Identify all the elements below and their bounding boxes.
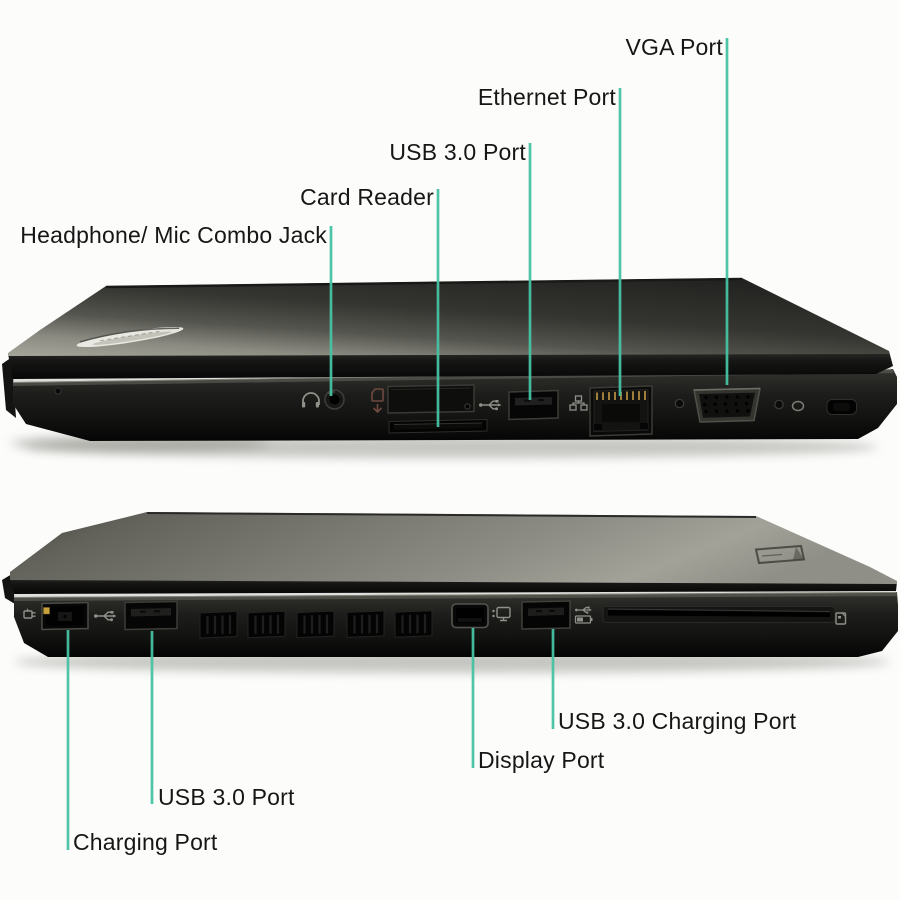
bottom-lid-far-edge xyxy=(146,512,757,518)
bottom-lid-surface xyxy=(10,512,897,584)
usb3-port-bottom xyxy=(124,600,178,631)
headphone-icon xyxy=(302,392,320,408)
smart-card-slot xyxy=(602,606,836,623)
top-lid-front-face xyxy=(8,351,893,379)
usb3-ss-icon xyxy=(479,400,502,411)
usb3-battery-icon xyxy=(574,606,593,624)
base-screw xyxy=(54,387,62,395)
usb3-charging-port xyxy=(521,600,571,630)
sd-card-icon xyxy=(371,388,384,414)
thinkpad-logo xyxy=(754,544,806,565)
label-ethernet-port: Ethernet Port xyxy=(477,84,616,110)
lenovo-logo xyxy=(76,326,184,348)
top-lid-surface xyxy=(8,278,889,356)
vga-port xyxy=(693,387,761,423)
label-vga-port: VGA Port xyxy=(625,34,723,60)
top-lid-far-edge xyxy=(105,277,743,289)
vent-slot xyxy=(296,610,335,639)
label-headphone-jack: Headphone/ Mic Combo Jack xyxy=(20,222,327,248)
expresscard-slot xyxy=(387,384,475,414)
headphone-jack-port xyxy=(324,389,345,410)
usb3-port-top xyxy=(508,389,559,421)
vga-screw-right xyxy=(774,399,784,410)
label-usb3-port-bottom: USB 3.0 Port xyxy=(158,784,295,810)
mini-displayport xyxy=(451,603,489,629)
charging-port xyxy=(41,601,89,631)
vent-slot xyxy=(247,610,286,639)
leader-lines xyxy=(66,38,729,850)
bottom-lid-base-gap xyxy=(14,590,896,598)
bottom-base-edge-highlight xyxy=(14,592,897,601)
display-circle-icon xyxy=(791,400,805,412)
power-plug-icon xyxy=(23,608,36,619)
label-usb3-port-top: USB 3.0 Port xyxy=(389,139,526,165)
ethernet-port xyxy=(589,385,653,437)
label-charging-port: Charging Port xyxy=(73,829,218,855)
vent-slot xyxy=(346,610,385,638)
displayport-icon xyxy=(492,606,511,622)
top-laptop-photo xyxy=(2,277,897,458)
vent-slot xyxy=(394,610,433,638)
cooling-vents xyxy=(199,610,433,639)
vga-screw-left xyxy=(674,398,685,409)
label-usb3-charging-port: USB 3.0 Charging Port xyxy=(558,708,797,734)
label-card-reader: Card Reader xyxy=(300,184,434,210)
ethernet-icon xyxy=(569,395,588,411)
usb3-ss-icon-bottom xyxy=(94,611,117,622)
vent-slot xyxy=(199,610,238,639)
bottom-laptop-photo xyxy=(2,512,898,673)
label-display-port: Display Port xyxy=(478,747,605,773)
kensington-lock-slot xyxy=(826,399,857,415)
smart-card-icon xyxy=(835,612,847,625)
